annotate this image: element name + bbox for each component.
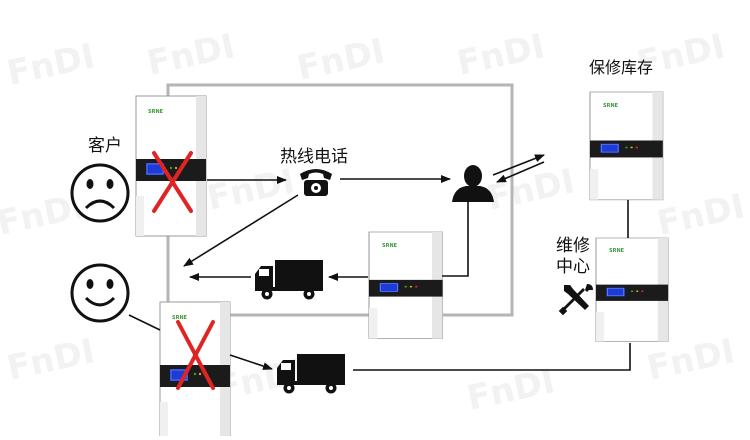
- inverter-logo: SRNE: [382, 243, 398, 249]
- flow-arrows: [128, 154, 631, 371]
- delivery-truck-icon: [255, 260, 323, 300]
- arrow-faulty-to-truck: [229, 354, 273, 370]
- inverter-logo: SRNE: [609, 248, 625, 254]
- happy-face-icon: [70, 263, 130, 323]
- svg-text:FnDI: FnDI: [144, 26, 239, 83]
- replacement-inverter: [368, 231, 444, 339]
- svg-text:FnDI: FnDI: [654, 186, 749, 243]
- service-agent-icon: [452, 165, 494, 202]
- spare-stock-label: 保修库存: [589, 58, 653, 77]
- red-cross-icon: [152, 151, 193, 213]
- svg-text:FnDI: FnDI: [4, 36, 99, 93]
- spare-stock-inverter: [589, 91, 664, 201]
- line-happy-to-faulty: [128, 314, 161, 331]
- red-cross-icon: [176, 320, 215, 390]
- line-truck-to-repair-center: [353, 343, 631, 371]
- inverter-logo: SRNE: [172, 315, 188, 321]
- tools-icon: [558, 284, 593, 316]
- repair-center-label-line1: 维修: [556, 236, 590, 256]
- telephone-icon: [300, 169, 332, 196]
- line-agent-to-replacement: [442, 202, 469, 277]
- svg-text:FnDI: FnDI: [484, 161, 579, 218]
- inverter-logo: SRNE: [603, 103, 619, 109]
- hotline-label: 热线电话: [280, 147, 348, 167]
- repair-center-label-line2: 中心: [556, 257, 590, 277]
- faulty-inverter-customer: SRNE: [135, 95, 207, 237]
- svg-text:FnDI: FnDI: [4, 331, 99, 388]
- arrow-agent-to-stock: [492, 154, 545, 176]
- svg-text:FnDI: FnDI: [454, 26, 549, 83]
- inverter-logo: SRNE: [148, 109, 164, 115]
- arrow-hotline-to-customer: [183, 194, 299, 267]
- svg-text:FnDI: FnDI: [204, 161, 299, 218]
- svg-text:FnDI: FnDI: [294, 31, 389, 88]
- arrow-stock-to-agent: [496, 161, 545, 183]
- sad-face-icon: [70, 163, 130, 223]
- repair-center-inverter: [595, 237, 669, 343]
- faulty-inverter-returned: SRNE: [159, 301, 231, 440]
- customer-label: 客户: [88, 136, 122, 156]
